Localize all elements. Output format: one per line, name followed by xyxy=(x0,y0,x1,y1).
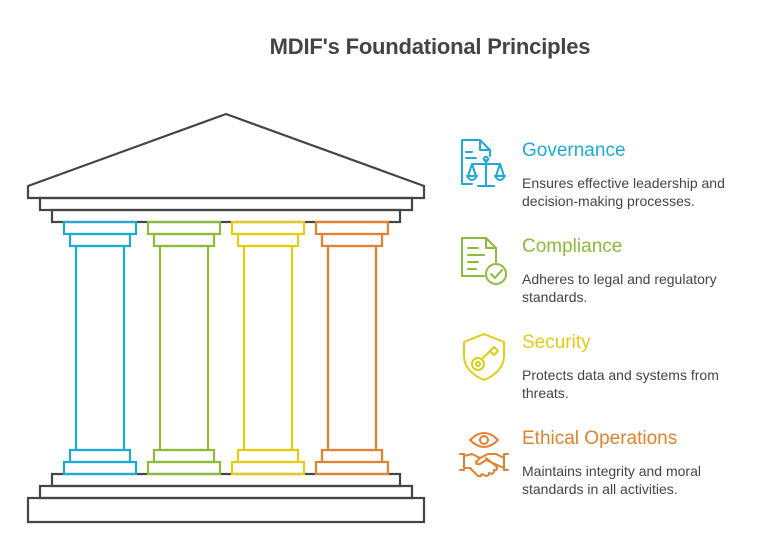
temple-step-middle xyxy=(38,484,414,500)
principle-item-security: Security Protects data and systems from … xyxy=(456,328,756,408)
principle-item-compliance: Compliance Adheres to legal and regulato… xyxy=(456,232,756,312)
temple-entablature-upper xyxy=(38,196,414,212)
pillar-base-top xyxy=(152,448,216,464)
pillar-shaft xyxy=(242,244,294,452)
principle-item-governance: Governance Ensures effective leadership … xyxy=(456,136,756,216)
pillar-ethical-operations xyxy=(314,220,390,476)
temple-entablature-lower xyxy=(50,208,402,224)
principle-description: Maintains integrity and moral standards … xyxy=(522,463,701,497)
pillar-capital-bottom xyxy=(320,232,384,248)
principle-description: Ensures effective leadership and decisio… xyxy=(522,175,725,209)
pillar-governance xyxy=(62,220,138,476)
pillar-capital-top xyxy=(230,220,306,236)
pillar-capital-top xyxy=(314,220,390,236)
pillar-compliance xyxy=(146,220,222,476)
pillar-base-bottom xyxy=(146,460,222,476)
pillar-capital-top xyxy=(62,220,138,236)
principle-description: Protects data and systems from threats. xyxy=(522,367,719,401)
page-title: MDIF's Foundational Principles xyxy=(269,34,591,59)
temple-base xyxy=(26,496,426,524)
pillar-base-bottom xyxy=(230,460,306,476)
temple-step-top xyxy=(50,472,402,488)
pillar-base-top xyxy=(68,448,132,464)
principle-title: Ethical Operations xyxy=(522,428,678,449)
eye-handshake-icon xyxy=(459,432,509,478)
document-check-icon xyxy=(461,237,507,285)
pillar-capital-bottom xyxy=(236,232,300,248)
pillar-base-top xyxy=(320,448,384,464)
principle-title: Security xyxy=(522,332,591,353)
temple-diagram xyxy=(26,112,426,524)
temple-roof xyxy=(26,112,426,200)
pillar-shaft xyxy=(158,244,210,452)
principle-item-ethical-operations: Ethical Operations Maintains integrity a… xyxy=(456,424,756,504)
pillar-capital-bottom xyxy=(68,232,132,248)
principle-title: Compliance xyxy=(522,236,623,257)
pillar-base-top xyxy=(236,448,300,464)
pillar-security xyxy=(230,220,306,476)
pillar-capital-bottom xyxy=(152,232,216,248)
pillar-base-bottom xyxy=(314,460,390,476)
principle-description: Adheres to legal and regulatory standard… xyxy=(522,271,717,305)
pillar-capital-top xyxy=(146,220,222,236)
shield-key-icon xyxy=(463,333,505,381)
pillar-base-bottom xyxy=(62,460,138,476)
pillar-shaft xyxy=(74,244,126,452)
document-scales-icon xyxy=(461,139,506,187)
principle-title: Governance xyxy=(522,140,626,161)
pillar-shaft xyxy=(326,244,378,452)
